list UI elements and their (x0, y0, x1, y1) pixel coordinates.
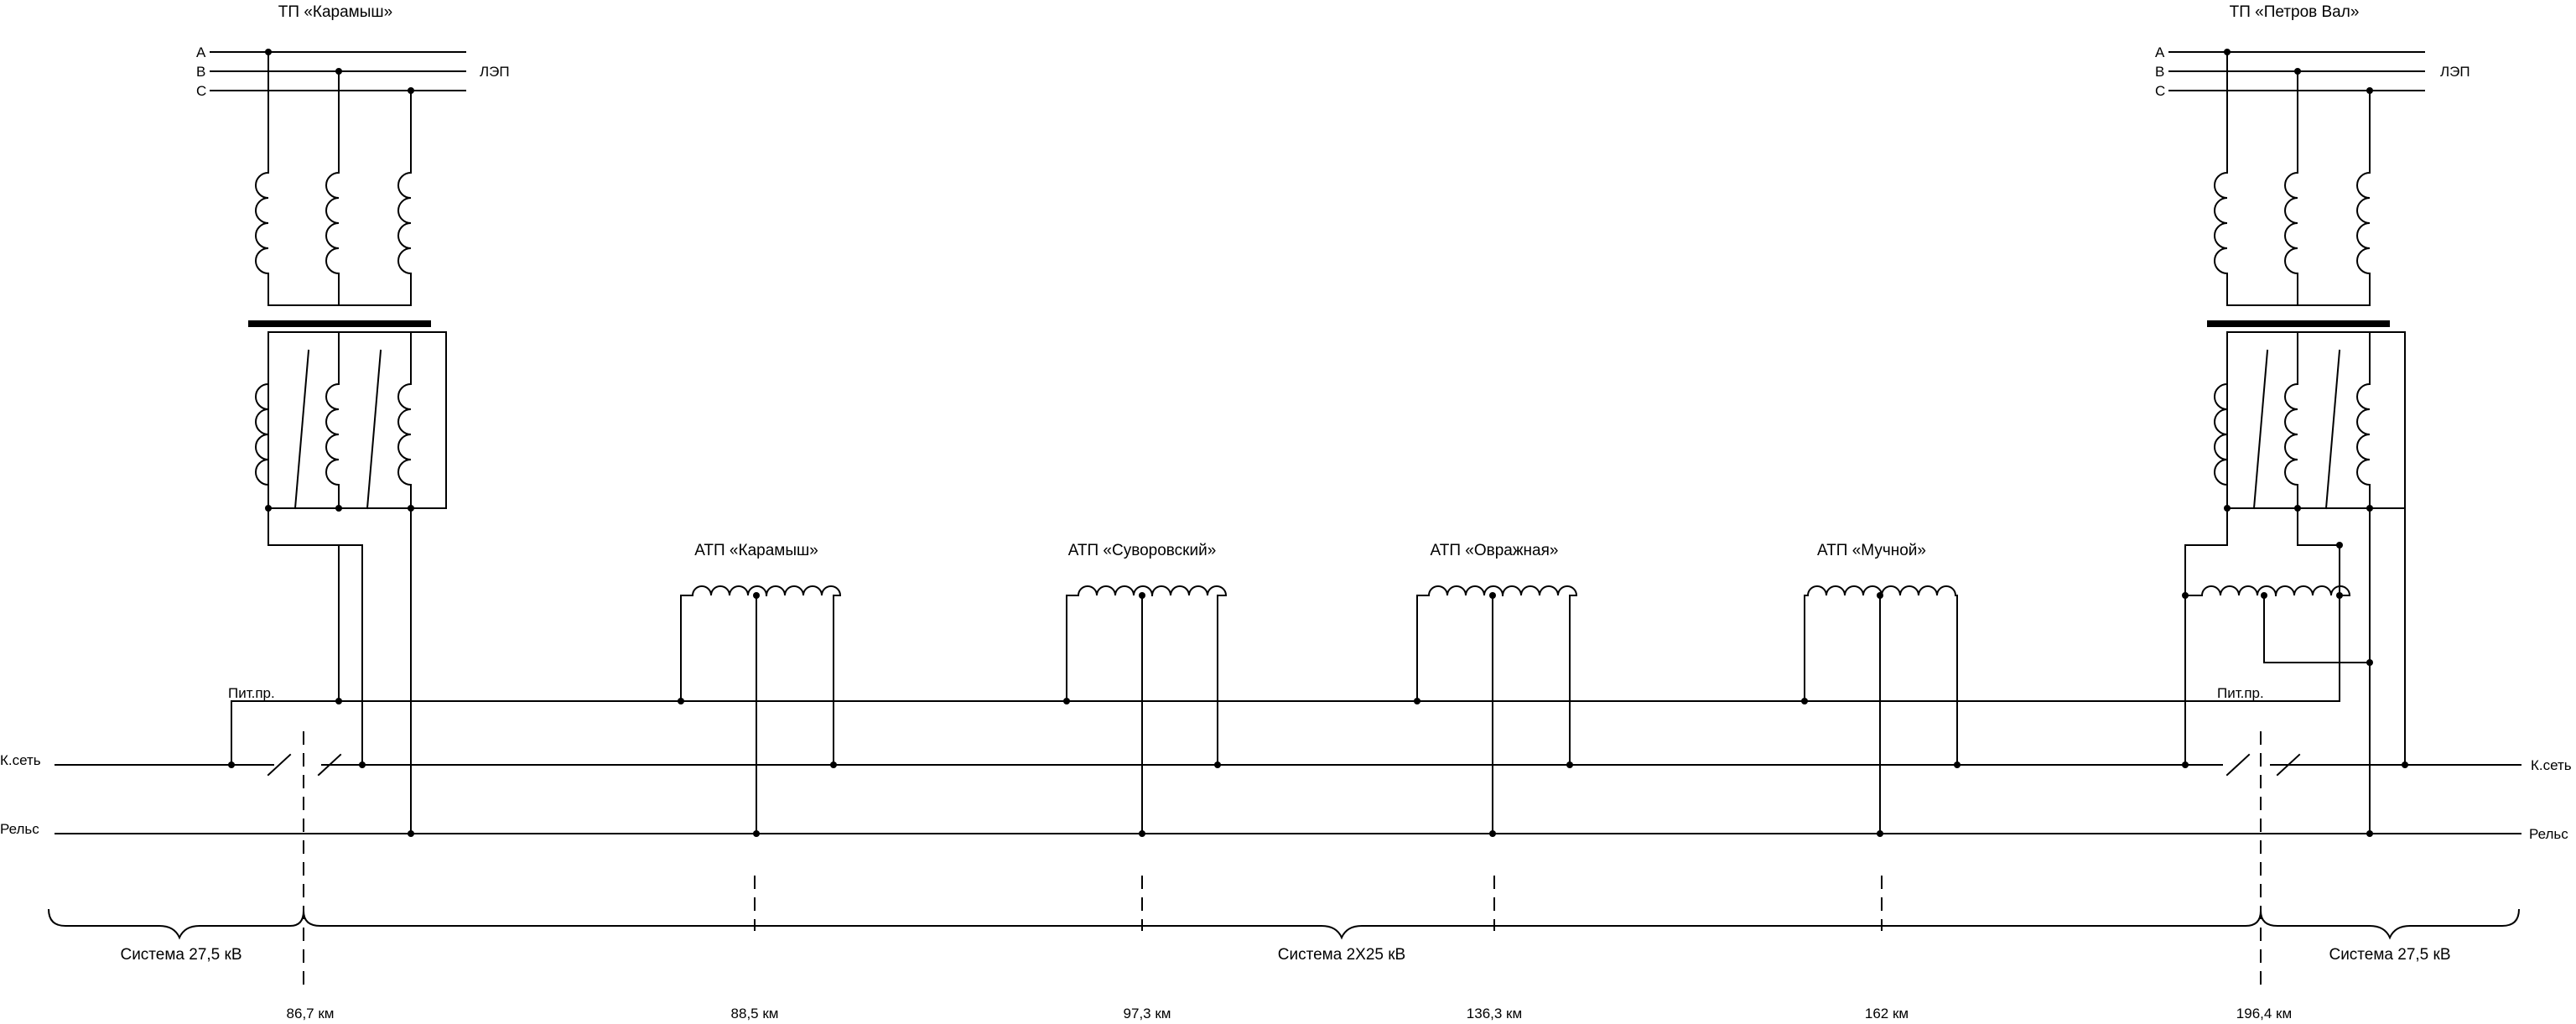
atp-label: АТП «Суворовский» (1068, 542, 1217, 559)
atp-karamysh: АТП «Карамыш» (678, 542, 842, 837)
atp-suvorovsky: АТП «Суворовский» (1063, 542, 1228, 837)
output-to-feeder-left (267, 507, 340, 702)
atp-label: АТП «Мучной» (1817, 542, 1926, 559)
contact-network-line: К.сеть К.сеть (0, 752, 2572, 777)
system-braces (48, 908, 2520, 940)
distance-label: 86,7 км (287, 1006, 335, 1021)
location-markers (303, 731, 2262, 991)
phase-label-c: C (2155, 83, 2165, 99)
power-line-label: ЛЭП (480, 64, 510, 80)
primary-windings (255, 51, 412, 306)
distance-label: 88,5 км (731, 1006, 779, 1021)
rail-label-right: Рельс (2529, 826, 2568, 842)
phase-label-b: B (2155, 64, 2164, 80)
contact-label-left: К.сеть (0, 752, 41, 768)
distance-label: 196,4 км (2236, 1006, 2292, 1021)
rail-label-left: Рельс (0, 821, 39, 837)
atp-label: АТП «Овражная» (1431, 542, 1559, 559)
atp-ovrazhnaya: АТП «Овражная» (1414, 542, 1578, 837)
distance-label: 136,3 км (1467, 1006, 1522, 1021)
phase-label-b: B (196, 64, 205, 80)
atp-muchnoy: АТП «Мучной» (1801, 542, 1961, 837)
secondary-windings (2214, 331, 2406, 512)
substation-left-title: ТП «Карамыш» (278, 3, 392, 21)
traction-substation-left: ТП «Карамыш» A B C ЛЭП (196, 3, 510, 834)
phase-label-a: A (196, 44, 206, 60)
phase-label-a: A (2155, 44, 2165, 60)
traction-substation-right: ТП «Петров Вал» A B C ЛЭП (2155, 3, 2470, 834)
feeder-label-right: Пит.пр. (2217, 685, 2264, 701)
primary-windings (2214, 51, 2371, 306)
contact-label-right: К.сеть (2531, 757, 2572, 773)
system-label-right: Система 27,5 кВ (2329, 946, 2450, 964)
distance-label: 97,3 км (1124, 1006, 1171, 1021)
rail-line: Рельс Рельс (0, 821, 2568, 842)
substation-autotransformer-right (2182, 507, 2408, 834)
substation-right-title: ТП «Петров Вал» (2230, 3, 2360, 21)
power-line-label: ЛЭП (2440, 64, 2470, 80)
atp-label: АТП «Карамыш» (694, 542, 818, 559)
phase-label-c: C (196, 83, 206, 99)
system-label-left: Система 27,5 кВ (120, 946, 242, 964)
feeder-label-left: Пит.пр. (228, 685, 275, 701)
feeder-line: Пит.пр. Пит.пр. (228, 685, 2340, 768)
system-label-middle: Система 2Х25 кВ (1278, 946, 1405, 964)
distance-label: 162 км (1865, 1006, 1909, 1021)
distance-labels: 86,7 км 88,5 км 97,3 км 136,3 км 162 км … (287, 1006, 2293, 1021)
secondary-windings (255, 331, 447, 512)
